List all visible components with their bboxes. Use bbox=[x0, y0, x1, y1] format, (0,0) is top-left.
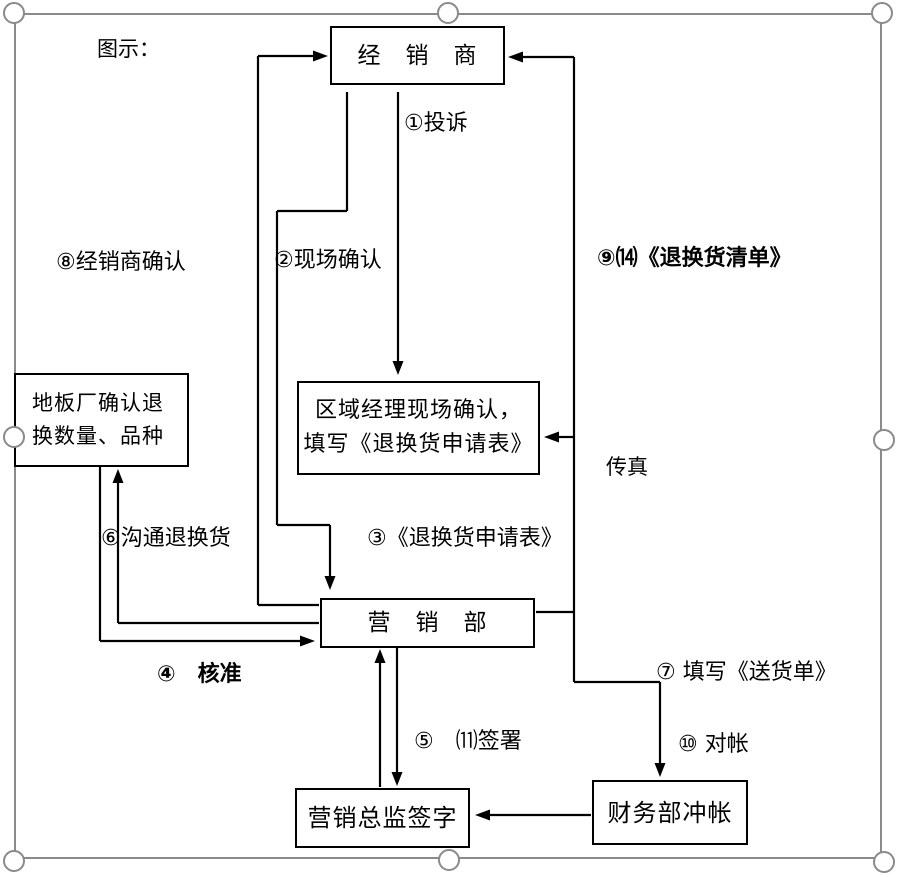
connector-marketing-to-floor bbox=[112, 469, 319, 625]
selection-handle-top-left[interactable] bbox=[3, 2, 25, 24]
selection-handle-bottom-center[interactable] bbox=[438, 849, 460, 871]
dealer-box[interactable]: 经 销 商 bbox=[330, 26, 505, 85]
connector-marketing-to-dealer bbox=[256, 50, 328, 607]
floor-box-line1: 地板厂确认退 bbox=[32, 391, 164, 415]
floor-factory-box[interactable]: 地板厂确认退 换数量、品种 bbox=[14, 373, 189, 467]
selection-handle-middle-left[interactable] bbox=[3, 426, 25, 448]
regional-manager-box[interactable]: 区域经理现场确认， 填写《退换货申请表》 bbox=[297, 381, 540, 475]
label-step7-delivery-note: ⑦ 填写《送货单》 bbox=[656, 660, 837, 685]
label-step6-communicate-return: ⑥沟通退换货 bbox=[101, 526, 231, 551]
label-step1-complaint: ①投诉 bbox=[404, 111, 468, 136]
figure-caption: 图示： bbox=[97, 37, 160, 61]
selection-handle-middle-right[interactable] bbox=[873, 429, 895, 451]
connector-dealer-to-regional bbox=[392, 92, 404, 375]
connector-finance-to-director bbox=[475, 809, 591, 821]
label-fax: 传真 bbox=[606, 455, 648, 479]
label-step5-11-sign: ⑤ ⑾签署 bbox=[414, 729, 522, 754]
selection-handle-bottom-left[interactable] bbox=[3, 850, 25, 872]
finance-box-label: 财务部冲帐 bbox=[607, 798, 733, 827]
connector-director-to-marketing bbox=[374, 649, 386, 787]
label-step9-14-return-list: ⑨⒁《退换货清单》 bbox=[597, 246, 792, 271]
floor-box-line2: 换数量、品种 bbox=[32, 424, 164, 448]
dealer-box-label: 经 销 商 bbox=[357, 42, 478, 69]
label-step10-reconcile: ⑩ 对帐 bbox=[678, 732, 749, 757]
label-step3-application-form: ③《退换货申请表》 bbox=[367, 526, 563, 551]
selection-handle-top-center[interactable] bbox=[437, 2, 459, 24]
regional-box-line2: 填写《退换货申请表》 bbox=[303, 432, 534, 457]
connector-floor-to-marketing bbox=[98, 467, 315, 647]
connector-marketing-to-director bbox=[391, 648, 403, 786]
regional-box-line1: 区域经理现场确认， bbox=[314, 398, 522, 423]
selection-handle-top-right[interactable] bbox=[871, 2, 893, 24]
label-step8-dealer-confirm: ⑧经销商确认 bbox=[56, 250, 186, 275]
connector-fax-trunk bbox=[508, 51, 666, 777]
connector-dealer-to-marketing bbox=[275, 92, 349, 590]
label-step4-approve: ④ 核准 bbox=[157, 662, 242, 687]
label-step2-onsite-confirm: ②现场确认 bbox=[274, 248, 382, 273]
marketing-director-box[interactable]: 营销总监签字 bbox=[295, 788, 470, 848]
selection-handle-bottom-right[interactable] bbox=[873, 851, 895, 873]
marketing-dept-box[interactable]: 营 销 部 bbox=[320, 598, 535, 648]
director-box-label: 营销总监签字 bbox=[307, 804, 458, 832]
marketing-box-label: 营 销 部 bbox=[367, 610, 488, 636]
finance-dept-box[interactable]: 财务部冲帐 bbox=[592, 780, 748, 845]
